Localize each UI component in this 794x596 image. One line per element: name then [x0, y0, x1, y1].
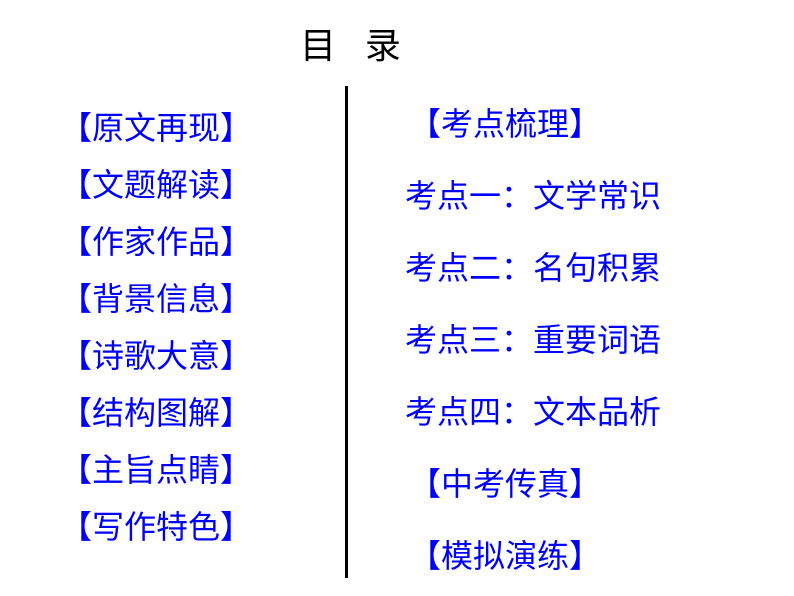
- toc-item-structure-diagram[interactable]: 【结构图解】: [60, 394, 253, 432]
- page-title: 目 录: [300, 26, 403, 67]
- left-toc-list: 【原文再现】 【文题解读】 【作家作品】 【背景信息】 【诗歌大意】 【结构图解…: [60, 100, 310, 556]
- toc-item-practice[interactable]: 【模拟演练】: [409, 537, 602, 575]
- toc-item-exam-review[interactable]: 【中考传真】: [409, 465, 602, 503]
- right-toc-list: 【考点梳理】 考点一：文学常识 考点二：名句积累 考点三：重要词语 考点四：文本…: [405, 88, 735, 592]
- toc-item-title-interpretation[interactable]: 【文题解读】: [60, 166, 253, 204]
- toc-item-writing-features[interactable]: 【写作特色】: [60, 508, 253, 546]
- toc-item-key-point-1[interactable]: 考点一：文学常识: [405, 177, 662, 215]
- toc-item-key-point-2[interactable]: 考点二：名句积累: [405, 249, 662, 287]
- toc-item-key-points[interactable]: 【考点梳理】: [409, 105, 602, 143]
- toc-item-theme-highlight[interactable]: 【主旨点睛】: [60, 451, 253, 489]
- toc-item-background-info[interactable]: 【背景信息】: [60, 280, 253, 318]
- toc-item-author-works[interactable]: 【作家作品】: [60, 223, 253, 261]
- toc-item-original-text[interactable]: 【原文再现】: [60, 109, 253, 147]
- toc-item-key-point-4[interactable]: 考点四：文本品析: [405, 393, 662, 431]
- toc-item-poem-meaning[interactable]: 【诗歌大意】: [60, 337, 253, 375]
- toc-item-key-point-3[interactable]: 考点三：重要词语: [405, 321, 662, 359]
- column-divider: [345, 86, 348, 578]
